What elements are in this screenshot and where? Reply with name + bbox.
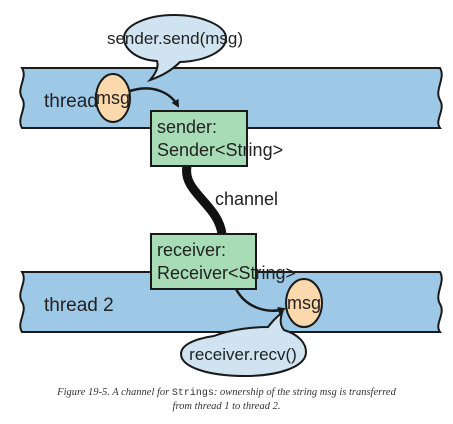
thread-2-label: thread 2 [44,295,114,316]
sender-box-label: sender: [157,117,217,137]
msg-oval-thread-1 [95,73,131,123]
caption-line-2: from thread 1 to thread 2. [172,401,281,412]
receiver-box-type: Receiver<String> [157,263,296,283]
receiver-box-label: receiver: [157,240,226,260]
msg-label-thread-2: msg [287,293,321,313]
send-bubble-label: sender.send(msg) [107,29,243,48]
send-bubble [122,13,228,83]
recv-bubble-label: receiver.recv() [189,345,297,364]
recv-arrow [234,288,286,315]
msg-oval-thread-2 [285,278,323,328]
caption-code: Strings [171,388,214,399]
thread-2-band [19,271,443,333]
caption-text-1: Figure 19-5. A channel for [57,387,172,398]
figure-caption: Figure 19-5. A channel for Strings: owne… [0,386,453,413]
caption-line-1: Figure 19-5. A channel for Strings: owne… [0,386,453,400]
receiver-box [150,233,257,290]
sender-box-type: Sender<String> [157,140,283,160]
msg-label-thread-1: msg [96,88,130,108]
send-arrow [129,87,180,108]
channel-label: channel [215,189,278,209]
channel-pipe [182,161,227,239]
recv-bubble [179,310,308,378]
caption-text-2: : ownership of the string msg is transfe… [213,387,396,398]
sender-box [150,110,248,167]
